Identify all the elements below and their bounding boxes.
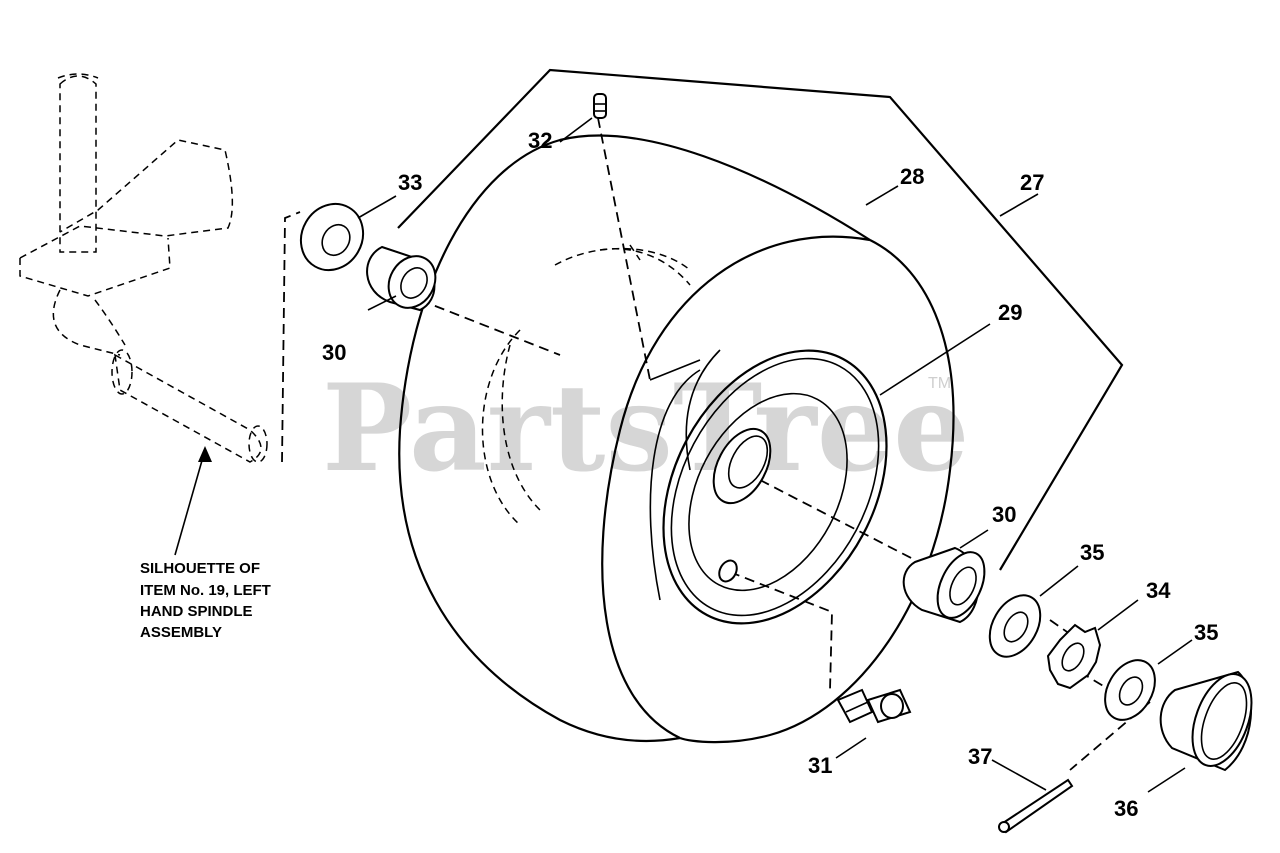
callout-31: 31 (808, 753, 832, 778)
callout-28: 28 (900, 164, 924, 189)
callout-35-second: 35 (1194, 620, 1218, 645)
callout-27: 27 (1020, 170, 1044, 195)
note-line-4: ASSEMBLY (140, 624, 222, 641)
cotter-pin-37 (998, 778, 1074, 834)
note-line-3: HAND SPINDLE (140, 603, 253, 620)
note-line-1: SILHOUETTE OF (140, 560, 260, 577)
watermark: PartsTree (322, 358, 969, 499)
washer-33 (299, 202, 365, 272)
rim (649, 349, 888, 625)
zerk-fitting-31 (836, 688, 912, 724)
bushing-30-right (902, 546, 986, 624)
hub-cap-36 (1159, 670, 1253, 772)
leader-lines (174, 117, 1193, 793)
spindle-silhouette (19, 73, 268, 463)
bushing-30-left (366, 245, 437, 312)
callout-34: 34 (1146, 578, 1171, 603)
tire (398, 134, 955, 744)
callout-30-right: 30 (992, 502, 1016, 527)
callout-29: 29 (998, 300, 1022, 325)
washer-35-first (988, 594, 1042, 658)
callout-35-first: 35 (1080, 540, 1104, 565)
callout-32: 32 (528, 128, 552, 153)
callout-30-left: 30 (322, 340, 346, 365)
watermark-trademark: TM (928, 375, 951, 392)
callout-37: 37 (968, 744, 992, 769)
washer-35-second (1104, 659, 1156, 721)
callout-labels: 27 28 29 30 30 31 32 33 34 35 35 36 37 (322, 128, 1218, 821)
callout-36: 36 (1114, 796, 1138, 821)
note-line-2: ITEM No. 19, LEFT (140, 582, 271, 599)
item-27-bracket (397, 68, 1124, 571)
callout-33: 33 (398, 170, 422, 195)
valve-stem-32 (593, 93, 607, 119)
silhouette-note: SILHOUETTE OF ITEM No. 19, LEFT HAND SPI… (140, 560, 271, 641)
star-washer-34 (1046, 623, 1102, 690)
